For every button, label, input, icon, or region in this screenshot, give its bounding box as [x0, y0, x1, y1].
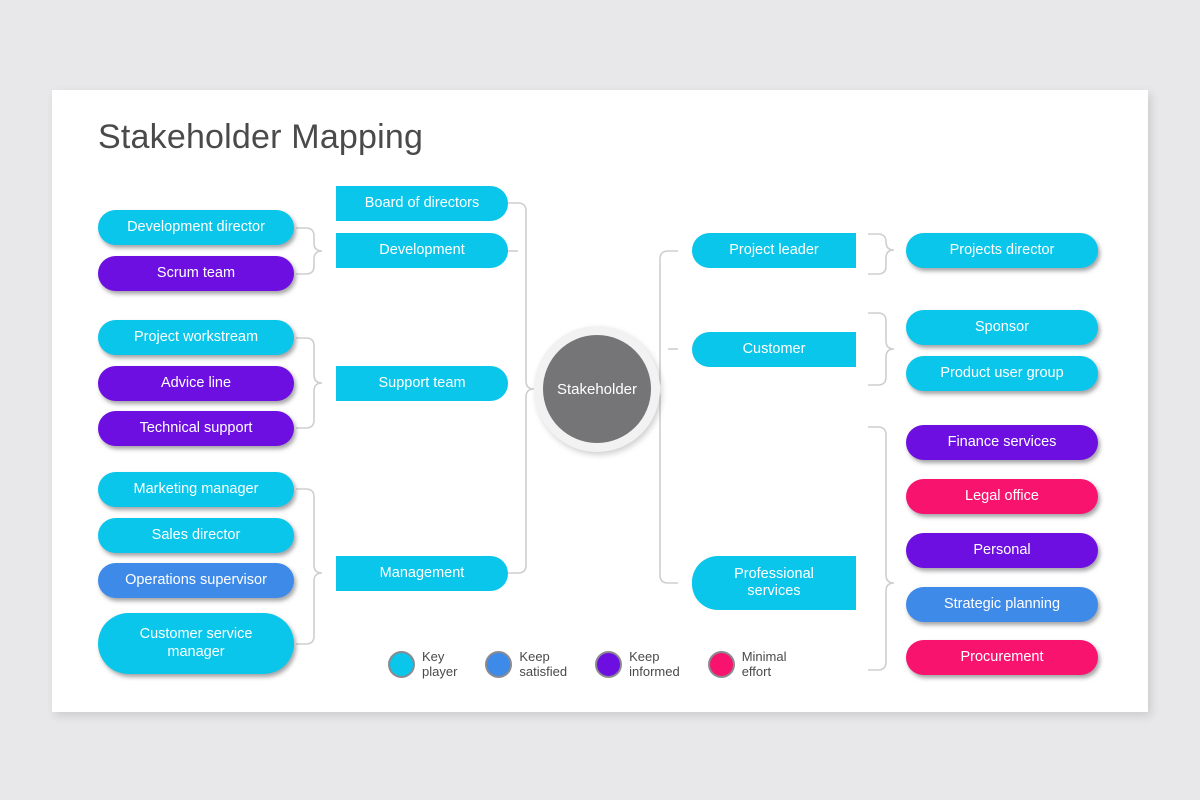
- node-advice-line[interactable]: Advice line: [98, 366, 294, 401]
- node-support-team[interactable]: Support team: [336, 366, 508, 401]
- legend-dot-keep-informed: [595, 651, 623, 679]
- node-project-workstream[interactable]: Project workstream: [98, 320, 294, 355]
- legend-item-minimal-effort[interactable]: Minimal effort: [707, 649, 787, 679]
- legend-label-key-player: Key player: [422, 649, 458, 679]
- legend-item-keep-satisfied[interactable]: Keep satisfied: [485, 649, 568, 679]
- node-sponsor[interactable]: Sponsor: [906, 310, 1098, 345]
- node-customer-service-manager[interactable]: Customer service manager: [98, 613, 294, 674]
- legend-dot-minimal-effort: [707, 651, 735, 679]
- legend-label-keep-informed: Keep informed: [629, 649, 680, 679]
- legend-label-keep-satisfied: Keep satisfied: [519, 649, 568, 679]
- node-operations-supervisor[interactable]: Operations supervisor: [98, 563, 294, 598]
- legend-dot-key-player: [388, 651, 415, 679]
- node-development[interactable]: Development: [336, 233, 508, 268]
- node-strategic-planning[interactable]: Strategic planning: [906, 587, 1098, 622]
- node-personal[interactable]: Personal: [906, 533, 1098, 568]
- node-technical-support[interactable]: Technical support: [98, 411, 294, 446]
- node-professional-services[interactable]: Professional services: [692, 556, 856, 610]
- node-product-user-group[interactable]: Product user group: [906, 356, 1098, 391]
- legend-item-keep-informed[interactable]: Keep informed: [595, 649, 680, 679]
- node-finance-services[interactable]: Finance services: [906, 425, 1098, 460]
- node-customer[interactable]: Customer: [692, 332, 856, 367]
- page-title: Stakeholder Mapping: [98, 118, 424, 156]
- node-procurement[interactable]: Procurement: [906, 640, 1098, 675]
- node-stakeholder[interactable]: Stakeholder: [543, 335, 651, 443]
- node-legal-office[interactable]: Legal office: [906, 479, 1098, 514]
- node-scrum-team[interactable]: Scrum team: [98, 256, 294, 291]
- legend: Key player Keep satisfied Keep informed …: [388, 649, 787, 679]
- node-board-of-directors[interactable]: Board of directors: [336, 186, 508, 221]
- node-management[interactable]: Management: [336, 556, 508, 591]
- node-sales-director[interactable]: Sales director: [98, 518, 294, 553]
- node-development-director[interactable]: Development director: [98, 210, 294, 245]
- node-projects-director[interactable]: Projects director: [906, 233, 1098, 268]
- legend-item-key-player[interactable]: Key player: [388, 649, 458, 679]
- legend-dot-keep-satisfied: [485, 651, 513, 679]
- legend-label-minimal-effort: Minimal effort: [741, 649, 787, 679]
- node-project-leader[interactable]: Project leader: [692, 233, 856, 268]
- node-marketing-manager[interactable]: Marketing manager: [98, 472, 294, 507]
